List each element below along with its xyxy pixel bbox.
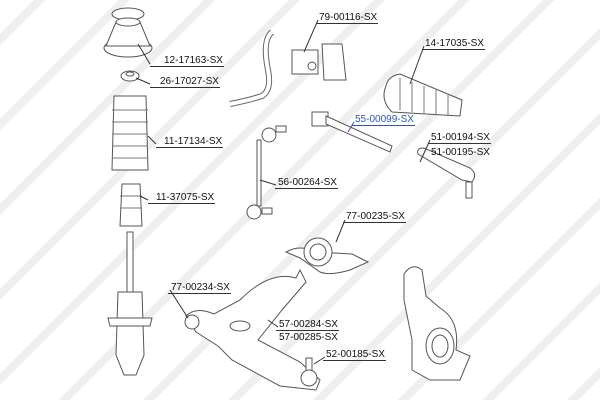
part-label[interactable]: 79-00116-SX: [316, 12, 379, 24]
part-label[interactable]: 57-00284-SX: [276, 319, 339, 331]
shock-absorber: [107, 231, 153, 376]
stabilizer-link: [246, 125, 287, 220]
part-label[interactable]: 56-00264-SX: [275, 177, 338, 189]
control-arm: [184, 268, 321, 391]
part-label[interactable]: 11-17134-SX: [156, 136, 224, 148]
part-label[interactable]: 57-00285-SX: [279, 332, 338, 343]
part-label[interactable]: 26-17027-SX: [150, 76, 220, 88]
strut-mount: [103, 7, 153, 58]
ball-joint: [300, 357, 318, 387]
steering-knuckle: [403, 266, 471, 381]
part-label[interactable]: 12-17163-SX: [150, 55, 224, 67]
steering-boot: [383, 73, 463, 117]
tie-rod-end: [417, 147, 476, 199]
part-label[interactable]: 77-00235-SX: [343, 211, 406, 223]
stabilizer-bushing: [291, 43, 347, 81]
part-label[interactable]: 11-37075-SX: [148, 192, 216, 204]
arm-bushing: [284, 237, 370, 275]
dust-boot: [111, 95, 149, 171]
part-label[interactable]: 14-17035-SX: [422, 38, 485, 50]
part-label-selected[interactable]: 55-00099-SX: [352, 114, 415, 126]
bearing: [120, 70, 140, 82]
part-label[interactable]: 52-00185-SX: [323, 349, 386, 361]
stabilizer-bar: [229, 29, 275, 107]
part-label[interactable]: 77-00234-SX: [168, 282, 231, 294]
bump-stop: [119, 183, 143, 227]
part-label[interactable]: 51-00194-SX: [428, 132, 491, 144]
part-label[interactable]: 51-00195-SX: [431, 147, 490, 158]
tie-rod: [311, 111, 393, 153]
